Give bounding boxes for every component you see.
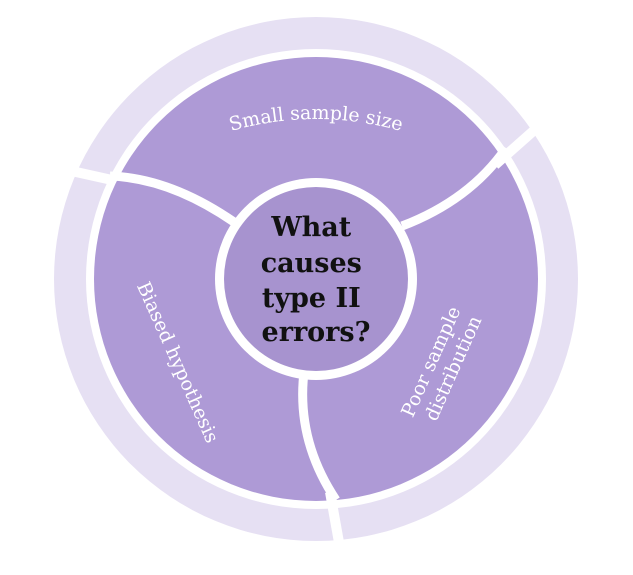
center-circle (224, 187, 408, 371)
outer-gap-left (56, 163, 114, 185)
divider-left (109, 171, 237, 226)
center-line-2: causes (261, 248, 362, 279)
divider-right (400, 145, 510, 231)
divider-bottom (298, 371, 340, 503)
segment-dividers (109, 145, 510, 503)
center-line-1: What (270, 212, 351, 243)
center-line-3: type II (262, 283, 361, 314)
center-line-4: errors? (262, 317, 371, 348)
center-question: What causes type II errors? (261, 212, 372, 348)
